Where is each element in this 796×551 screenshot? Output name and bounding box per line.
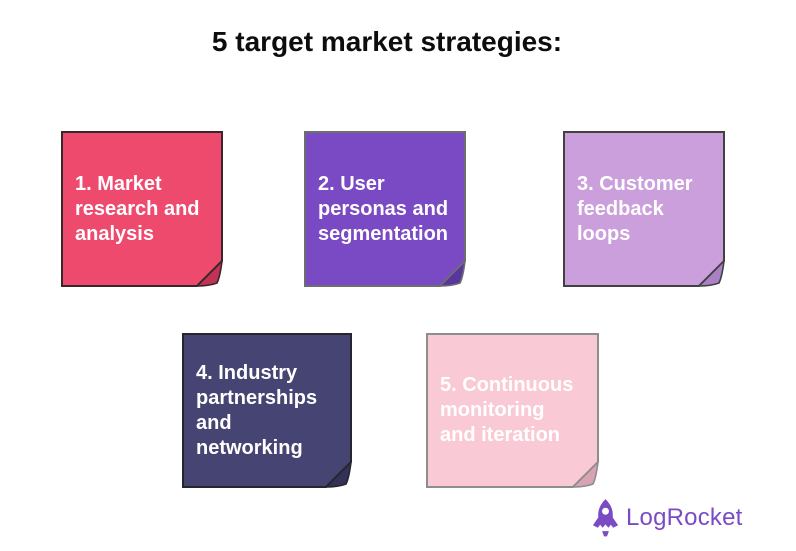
sticky-note-5-continuous-monitoring: 5. Continuous monitoring and iteration	[426, 333, 599, 488]
logrocket-wordmark: LogRocket	[626, 504, 743, 531]
sticky-note-shape	[563, 131, 725, 287]
page-title: 5 target market strategies:	[211, 26, 563, 57]
sticky-note-shape	[61, 131, 223, 287]
rocket-exhaust	[602, 530, 609, 536]
folded-corner	[697, 258, 725, 287]
folded-corner	[195, 258, 223, 287]
note-body	[304, 131, 466, 287]
sticky-note-4-industry-partnerships: 4. Industry partnerships and networking	[182, 333, 352, 488]
sticky-note-shape	[426, 333, 599, 488]
rocket-window	[602, 507, 609, 515]
note-body	[426, 333, 599, 488]
note-body	[182, 333, 352, 488]
folded-corner	[571, 459, 599, 488]
sticky-note-1-market-research: 1. Market research and analysis	[61, 131, 223, 287]
sticky-note-shape	[182, 333, 352, 488]
logrocket-logo: LogRocket	[590, 495, 743, 541]
folded-corner	[438, 258, 466, 287]
note-body	[61, 131, 223, 287]
sticky-note-3-customer-feedback: 3. Customer feedback loops	[563, 131, 725, 287]
note-body	[563, 131, 725, 287]
folded-corner	[324, 459, 352, 488]
rocket-icon	[592, 498, 619, 536]
sticky-note-2-user-personas: 2. User personas and segmentation	[304, 131, 466, 287]
sticky-note-shape	[304, 131, 466, 287]
